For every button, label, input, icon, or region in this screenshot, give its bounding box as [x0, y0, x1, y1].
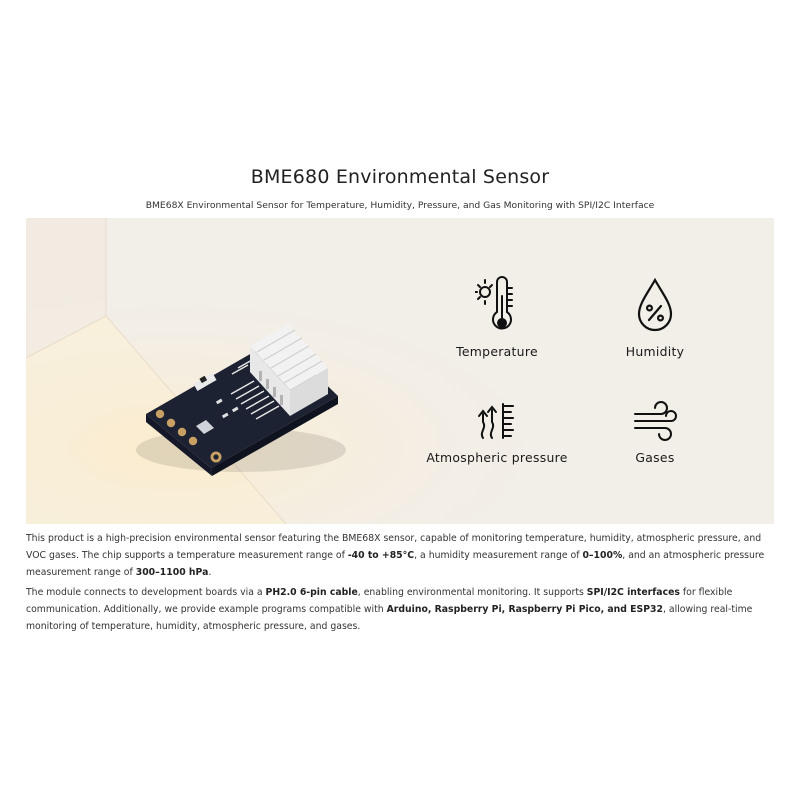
text-run: , and an atmospheric pressure measuremen…: [26, 550, 765, 578]
feature-gases: Gases: [570, 400, 740, 465]
thermometer-sun-icon: [475, 276, 513, 330]
interface-type: SPI/I2C interfaces: [586, 587, 680, 598]
feature-atmospheric-pressure: Atmospheric pressure: [412, 400, 582, 465]
pressure-arrows-icon: [478, 403, 514, 439]
cable-type: PH2.0 6-pin cable: [265, 587, 358, 598]
banner-background: [26, 218, 774, 524]
page-subtitle: BME68X Environmental Sensor for Temperat…: [145, 200, 655, 211]
feature-humidity: Humidity: [570, 276, 740, 359]
water-drop-percent-icon: [637, 277, 673, 332]
wind-gas-icon: [634, 401, 677, 441]
feature-label: Temperature: [456, 344, 538, 359]
text-run: .: [208, 567, 212, 578]
text-run: for flexible communication. Additionally…: [26, 587, 733, 615]
humidity-range: 0–100%: [582, 550, 623, 561]
text-run: This product is a high-precision environ…: [26, 533, 762, 561]
text-run: , a humidity measurement range of: [414, 550, 583, 561]
page-title: BME680 Environmental Sensor: [250, 166, 550, 188]
temperature-range: -40 to +85°C: [347, 550, 415, 561]
description-paragraph: This product is a high-precision environ…: [26, 530, 774, 581]
compatible-platforms: Arduino, Raspberry Pi, Raspberry Pi Pico…: [386, 604, 663, 615]
pressure-range: 300–1100 hPa: [135, 567, 209, 578]
feature-label: Humidity: [625, 344, 685, 359]
feature-label: Atmospheric pressure: [426, 450, 568, 465]
product-description: This product is a high-precision environ…: [26, 530, 774, 638]
text-run: The module connects to development board…: [26, 587, 266, 598]
sensor-board-image: [136, 324, 346, 476]
description-paragraph: The module connects to development board…: [26, 584, 774, 635]
text-run: , allowing real-time monitoring of tempe…: [26, 604, 753, 632]
feature-label: Gases: [635, 450, 675, 465]
text-run: , enabling environmental monitoring. It …: [357, 587, 587, 598]
feature-temperature: Temperature: [412, 276, 582, 359]
product-banner: Temperature Humidity: [26, 218, 774, 524]
